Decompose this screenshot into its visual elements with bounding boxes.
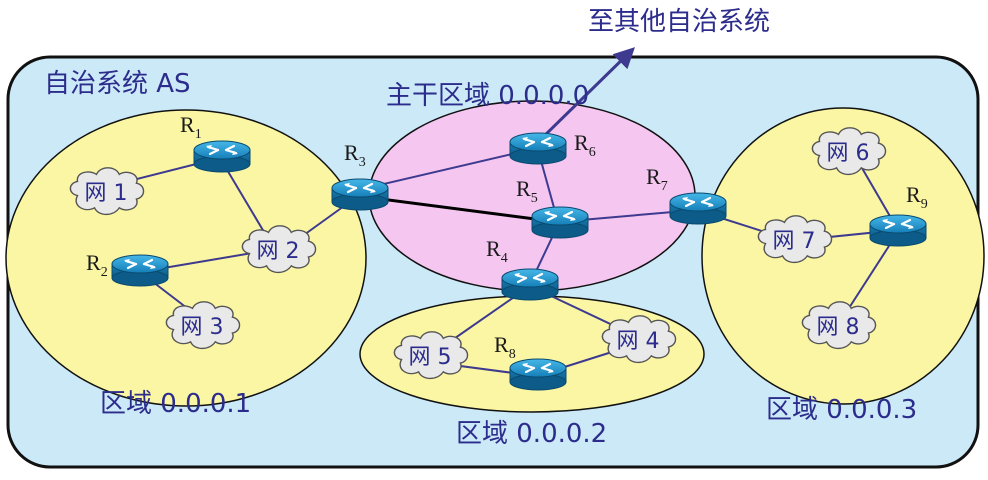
area-0003: [701, 107, 985, 405]
router-r8-icon: [508, 357, 568, 392]
router-label-r9: R9: [906, 182, 928, 212]
router-label-r7: R7: [646, 164, 668, 194]
router-r6-icon: [508, 131, 568, 166]
backbone-area-label: 主干区域 0.0.0.0: [386, 81, 589, 111]
area-0002-label: 区域 0.0.0.2: [456, 419, 607, 449]
network-label-2: 网 2: [257, 239, 300, 264]
network-label-5: 网 5: [409, 345, 452, 370]
router-label-r1: R1: [180, 112, 202, 142]
autonomous-system-label: 自治系统 AS: [44, 69, 191, 99]
router-label-r2: R2: [86, 250, 108, 280]
router-r4-icon: [500, 267, 560, 302]
router-label-r3: R3: [344, 140, 366, 170]
link-r3-r5: [357, 194, 559, 224]
router-r2-icon: [110, 253, 170, 288]
router-r9-icon: [868, 213, 928, 248]
router-label-r5: R5: [516, 176, 538, 206]
network-label-3: 网 3: [181, 315, 224, 340]
network-label-4: 网 4: [617, 329, 660, 354]
network-label-1: 网 1: [85, 181, 128, 206]
external-as-label: 至其他自治系统: [588, 7, 770, 37]
area-0001-label: 区域 0.0.0.1: [100, 389, 251, 419]
router-label-r8: R8: [494, 332, 516, 362]
router-r3-icon: [330, 177, 390, 212]
area-0001: [5, 109, 367, 407]
router-r1-icon: [192, 139, 252, 174]
area-0003-label: 区域 0.0.0.3: [766, 395, 917, 425]
router-r7-icon: [668, 191, 728, 226]
network-label-8: 网 8: [817, 315, 860, 340]
link-r3-r6: [357, 147, 539, 191]
router-label-r4: R4: [486, 236, 508, 266]
router-label-r6: R6: [574, 130, 596, 160]
network-label-7: 网 7: [773, 229, 816, 254]
network-label-6: 网 6: [827, 141, 870, 166]
link-r6-external: [538, 47, 636, 142]
router-r5-icon: [530, 205, 590, 240]
